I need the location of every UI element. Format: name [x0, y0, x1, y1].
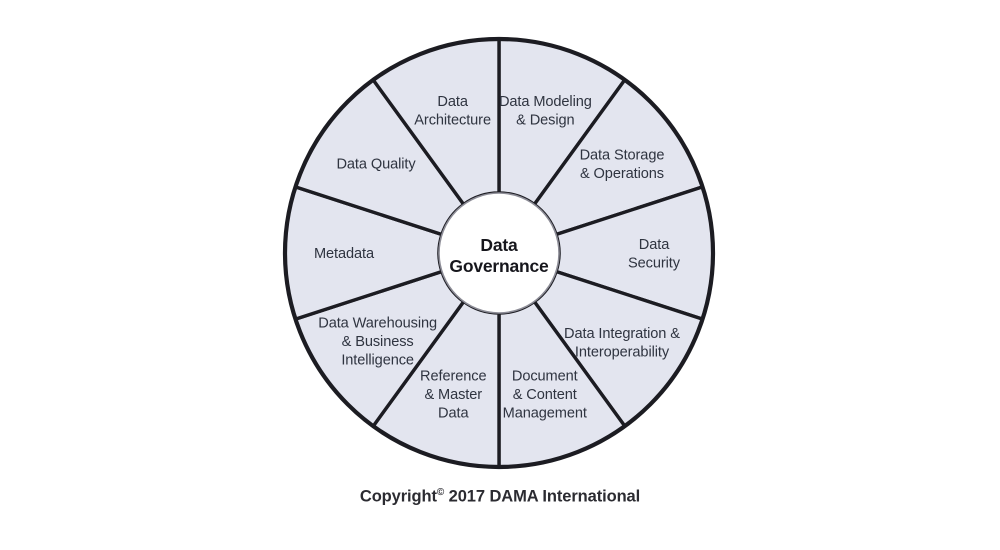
- segment-label-line: Data Integration &: [564, 326, 680, 342]
- segment-label-line: Data Modeling: [499, 94, 592, 110]
- segment-label-line: & Business: [342, 334, 414, 350]
- segment-label-line: & Master: [424, 387, 482, 403]
- segment-label-line: Data Storage: [580, 147, 665, 163]
- copyright-word: Copyright: [359, 487, 437, 506]
- segment-label-line: Data Warehousing: [318, 316, 437, 332]
- copyright-notice: Copyright© 2017 DAMA International: [0, 487, 1000, 507]
- segment-label-line: & Content: [513, 387, 577, 403]
- segment-label-data-modeling-design: Data Modeling & Design: [499, 94, 592, 129]
- hub-label-line: Data: [480, 235, 518, 255]
- hub-label-line: Governance: [449, 256, 549, 276]
- segment-label-line: & Operations: [580, 166, 664, 182]
- segment-label-line: Interoperability: [575, 345, 670, 361]
- segment-label-metadata: Metadata: [314, 246, 375, 262]
- segment-label-line: Architecture: [414, 113, 491, 129]
- segment-label-line: Management: [503, 405, 587, 421]
- segment-label-data-integration-interoperability: Data Integration & Interoperability: [564, 326, 680, 361]
- copyright-rest: 2017 DAMA International: [444, 487, 641, 506]
- wheel-outer-ring: [282, 36, 716, 470]
- segment-label-line: Data: [438, 405, 469, 421]
- segment-label-line: Security: [628, 255, 681, 271]
- segment-label-data-storage-operations: Data Storage & Operations: [580, 147, 665, 182]
- copyright-symbol-icon: ©: [436, 487, 445, 498]
- segment-label-line: & Design: [516, 113, 574, 129]
- segment-label-line: Reference: [420, 368, 486, 384]
- segment-label-line: Intelligence: [341, 353, 414, 369]
- segment-label-line: Document: [512, 368, 578, 384]
- segment-label-data-quality: Data Quality: [336, 157, 416, 173]
- segment-label-line: Data: [437, 94, 468, 110]
- segment-label-line: Data: [639, 237, 670, 253]
- segment-label-line: Data Quality: [336, 157, 416, 173]
- segment-label-line: Metadata: [314, 246, 375, 262]
- hub-circle[interactable]: [438, 192, 560, 314]
